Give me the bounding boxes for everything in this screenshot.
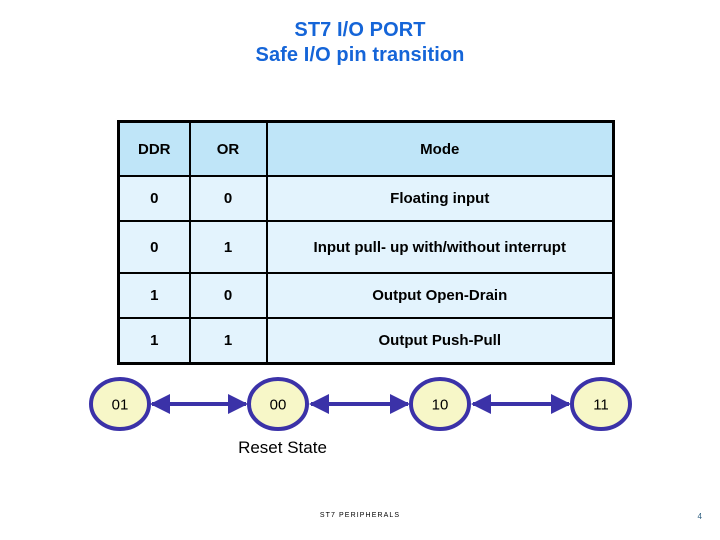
cell-or: 0: [188, 272, 268, 319]
page-title: ST7 I/O PORT Safe I/O pin transition: [0, 18, 720, 68]
table-row: 1 1 Output Push-Pull: [117, 317, 615, 365]
cell-or: 1: [188, 220, 268, 274]
state-node-11: 11: [570, 377, 632, 431]
footer-label: ST7 PERIPHERALS: [319, 512, 401, 519]
table-row: 0 0 Floating input: [117, 175, 615, 222]
table-row: 0 1 Input pull- up with/without interrup…: [117, 220, 615, 274]
state-node-shape: [247, 377, 309, 431]
state-transition-diagram: 01 00 10 11: [0, 368, 720, 440]
cell-or: 1: [188, 317, 268, 365]
reset-state-caption: Reset State: [238, 438, 327, 457]
page-title-line-1: ST7 I/O PORT: [294, 19, 426, 41]
cell-mode: Floating input: [265, 175, 615, 222]
state-node-label: 01: [112, 397, 129, 414]
state-node-00: 00: [247, 377, 309, 431]
table-body: 0 0 Floating input 0 1 Input pull- up wi…: [117, 175, 615, 365]
cell-ddr: 0: [117, 175, 191, 222]
column-header-or: OR: [188, 120, 268, 177]
column-header-mode: Mode: [265, 120, 615, 177]
cell-mode: Input pull- up with/without interrupt: [265, 220, 615, 274]
cell-ddr: 0: [117, 220, 191, 274]
state-node-label: 11: [593, 397, 609, 414]
table-row: 1 0 Output Open-Drain: [117, 272, 615, 319]
page-title-line-2: Safe I/O pin transition: [255, 44, 465, 66]
table-header: DDR OR Mode: [117, 120, 615, 177]
table-header-row: DDR OR Mode: [117, 120, 615, 177]
cell-mode: Output Push-Pull: [265, 317, 615, 365]
cell-ddr: 1: [117, 272, 191, 319]
state-node-10: 10: [409, 377, 471, 431]
page-number: 4: [697, 512, 702, 521]
state-node-shape: [570, 377, 632, 431]
state-node-shape: [89, 377, 151, 431]
state-node-label: 00: [270, 397, 287, 414]
cell-or: 0: [188, 175, 268, 222]
state-node-shape: [409, 377, 471, 431]
io-mode-table: DDR OR Mode 0 0 Floating input 0 1 Input…: [117, 120, 615, 365]
state-node-01: 01: [89, 377, 151, 431]
cell-ddr: 1: [117, 317, 191, 365]
column-header-ddr: DDR: [117, 120, 191, 177]
cell-mode: Output Open-Drain: [265, 272, 615, 319]
state-node-label: 10: [432, 397, 449, 414]
